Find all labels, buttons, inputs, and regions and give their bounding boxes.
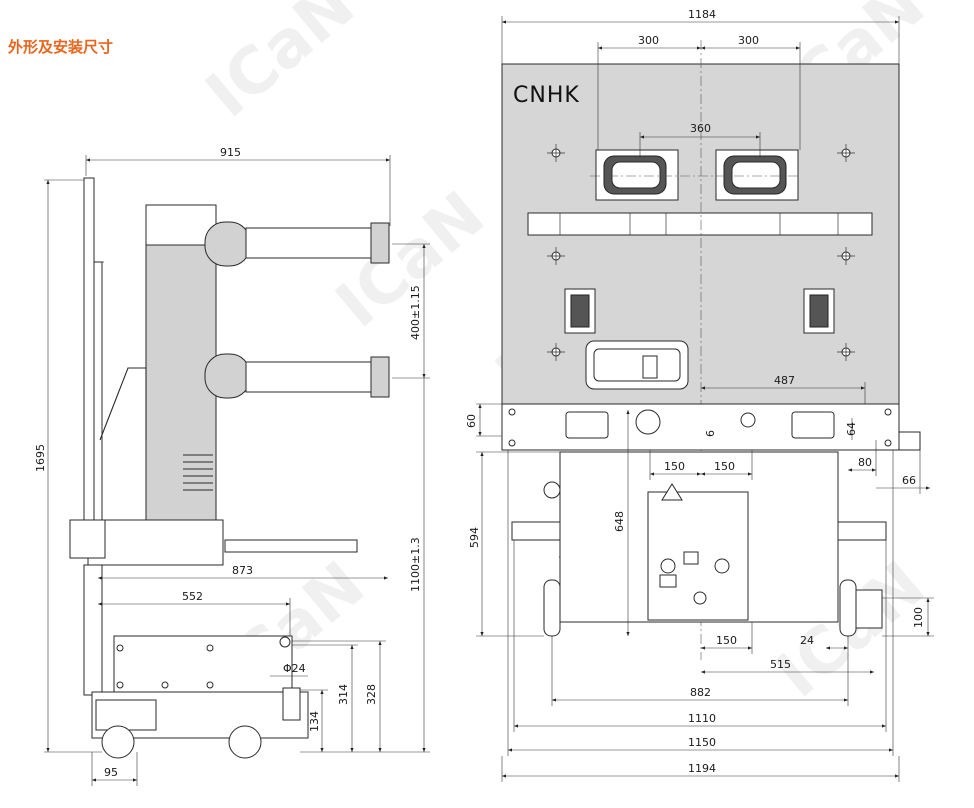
dim-150-a: 150 bbox=[664, 460, 685, 473]
nameplate-strip bbox=[527, 212, 873, 236]
dim-1695: 1695 bbox=[34, 444, 47, 472]
wheel-right bbox=[839, 579, 857, 637]
dim-648: 648 bbox=[613, 511, 626, 532]
front-view-dims: 1184 300 300 360 487 60 6 64 150 150 80 … bbox=[465, 8, 934, 782]
dim-60: 60 bbox=[465, 414, 478, 428]
watermark-1: ICaN bbox=[193, 0, 369, 132]
dim-1110: 1110 bbox=[688, 712, 716, 725]
dim-915: 915 bbox=[220, 146, 241, 159]
page-title: 外形及安装尺寸 bbox=[8, 38, 114, 56]
upper-bushing-cap bbox=[204, 221, 251, 267]
dim-1194: 1194 bbox=[688, 762, 716, 775]
dim-1100: 1100±1.3 bbox=[409, 537, 422, 592]
operating-shaft bbox=[635, 409, 661, 435]
side-insulator-fins bbox=[183, 454, 213, 491]
side-wheel-front bbox=[101, 725, 135, 759]
dim-300-left: 300 bbox=[638, 34, 659, 47]
side-door-edge bbox=[93, 261, 103, 533]
front-view: CNHK bbox=[501, 40, 921, 660]
dim-1184: 1184 bbox=[688, 8, 716, 21]
wheel-left bbox=[543, 579, 561, 637]
dim-882: 882 bbox=[690, 686, 711, 699]
dim-873: 873 bbox=[232, 564, 253, 577]
side-mechanism-box bbox=[87, 519, 224, 566]
dim-80: 80 bbox=[858, 456, 872, 469]
side-chassis-column bbox=[83, 564, 103, 696]
dim-134: 134 bbox=[308, 711, 321, 732]
side-wheel-rear bbox=[228, 725, 262, 759]
bracket-left bbox=[511, 521, 561, 541]
dim-1150: 1150 bbox=[688, 736, 716, 749]
dim-64: 64 bbox=[845, 422, 858, 436]
side-strut bbox=[99, 367, 147, 441]
dim-150-c: 150 bbox=[716, 634, 737, 647]
dim-314: 314 bbox=[337, 684, 350, 705]
dim-6: 6 bbox=[704, 430, 717, 437]
brand-logo: CNHK bbox=[513, 83, 580, 108]
dim-594: 594 bbox=[468, 527, 481, 548]
dim-100: 100 bbox=[912, 607, 925, 628]
lower-bushing bbox=[245, 361, 372, 393]
side-chassis-frame bbox=[113, 635, 293, 697]
dim-487: 487 bbox=[774, 374, 795, 387]
dim-150-b: 150 bbox=[714, 460, 735, 473]
dim-328: 328 bbox=[365, 684, 378, 705]
dim-360: 360 bbox=[690, 122, 711, 135]
dim-95: 95 bbox=[104, 766, 118, 779]
upper-bushing bbox=[245, 227, 372, 259]
warning-triangle-icon bbox=[661, 483, 683, 501]
side-guide-rail bbox=[224, 539, 358, 553]
dim-66: 66 bbox=[902, 474, 916, 487]
dim-552: 552 bbox=[182, 590, 203, 603]
side-view-dims: 915 1695 400±1.15 1100±1.3 873 552 Φ24 1… bbox=[34, 146, 430, 786]
side-view bbox=[69, 177, 390, 759]
dim-300-right: 300 bbox=[738, 34, 759, 47]
side-front-plate bbox=[83, 177, 95, 549]
dim-400: 400±1.15 bbox=[409, 285, 422, 340]
side-pole-body bbox=[145, 204, 217, 526]
lower-contact bbox=[370, 356, 390, 398]
bracket-right bbox=[837, 521, 887, 541]
dim-phi24: Φ24 bbox=[283, 662, 306, 675]
dim-24: 24 bbox=[800, 634, 814, 647]
lower-bushing-cap bbox=[204, 353, 251, 399]
side-handle bbox=[69, 519, 106, 559]
front-rail-beam bbox=[501, 403, 900, 451]
upper-contact bbox=[370, 222, 390, 264]
dim-515: 515 bbox=[770, 658, 791, 671]
